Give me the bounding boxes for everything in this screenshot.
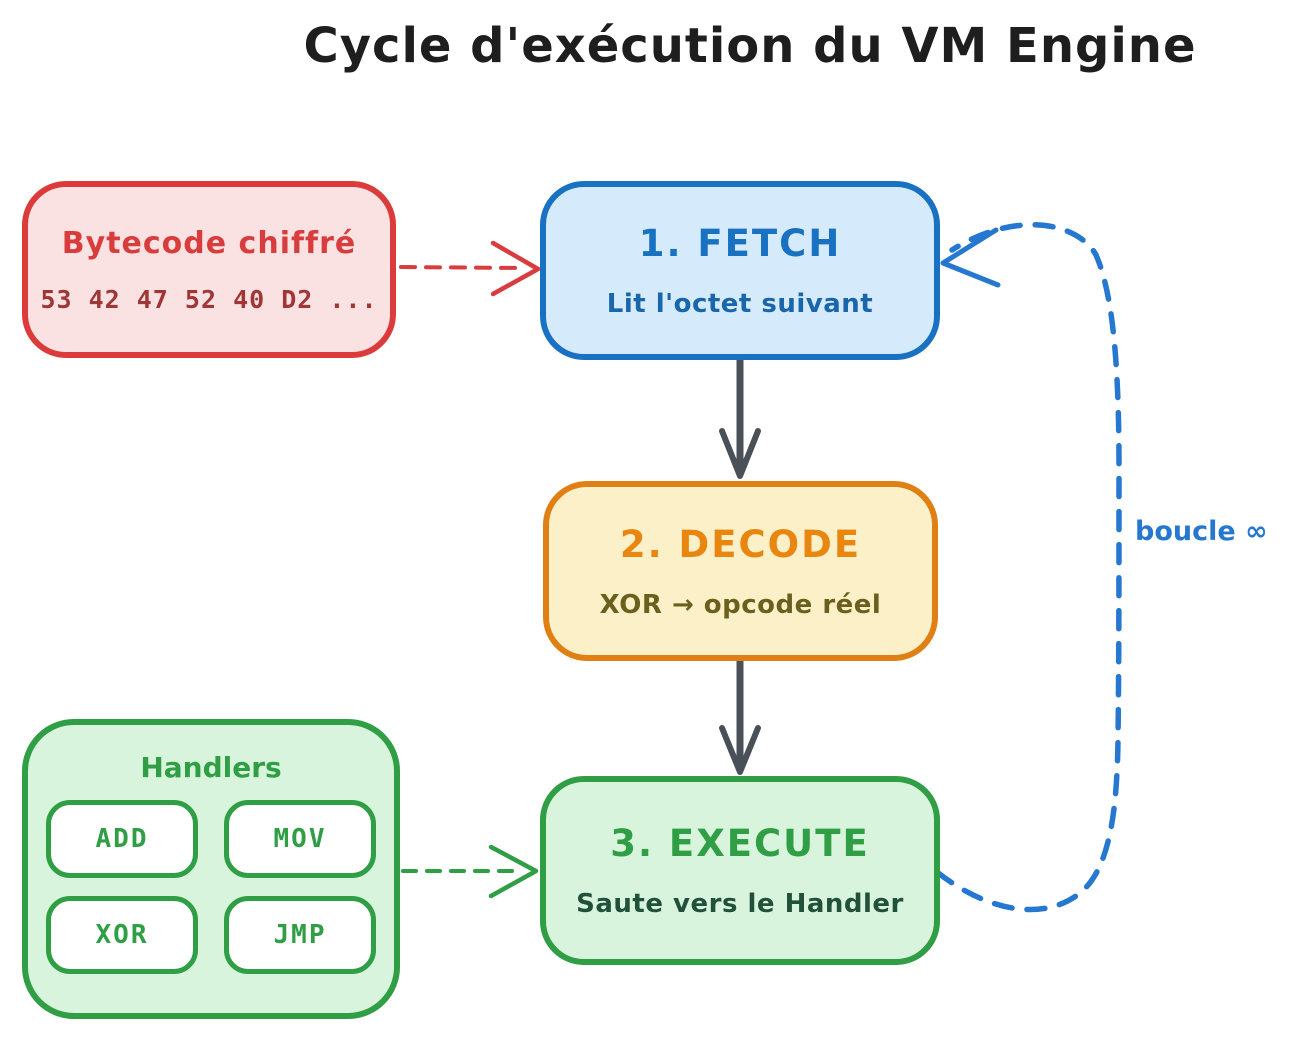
handlers-to-execute-arrowhead-icon [488, 844, 539, 899]
execute-box: 3. EXECUTE Saute vers le Handler [540, 776, 940, 965]
fetch-box: 1. FETCH Lit l'octet suivant [540, 181, 940, 360]
diagram-title: Cycle d'exécution du VM Engine [303, 18, 1197, 74]
loop-arrow-path [934, 222, 1122, 913]
loop-arrowhead-icon [940, 227, 1001, 288]
decode-box-title: 2. DECODE [619, 522, 862, 566]
fetch-box-title: 1. FETCH [638, 222, 842, 265]
handler-chip-jmp: JMP [224, 896, 376, 974]
bytecode-box: Bytecode chiffré 53 42 47 52 40 D2 ... [22, 181, 396, 358]
decode-box: 2. DECODE XOR → opcode réel [543, 481, 938, 661]
fetch-to-decode-arrowhead-icon [719, 428, 761, 479]
bytecode-to-fetch-arrowhead-icon [490, 240, 541, 297]
fetch-box-subtitle: Lit l'octet suivant [606, 289, 874, 319]
loop-label: boucle ∞ [1135, 516, 1268, 547]
bytecode-bytes: 53 42 47 52 40 D2 ... [40, 284, 378, 314]
decode-to-execute-arrowhead-icon [719, 725, 761, 775]
execute-box-subtitle: Saute vers le Handler [576, 889, 904, 919]
decode-box-subtitle: XOR → opcode réel [599, 589, 882, 620]
execute-box-title: 3. EXECUTE [610, 822, 870, 865]
handlers-box: Handlers ADD MOV XOR JMP [22, 719, 400, 1019]
handler-chip-mov: MOV [224, 800, 376, 878]
bytecode-to-fetch-arrow-line [399, 265, 526, 270]
handler-chip-xor: XOR [46, 896, 198, 974]
handlers-box-title: Handlers [140, 751, 282, 784]
bytecode-box-title: Bytecode chiffré [61, 225, 357, 261]
handlers-chip-grid: ADD MOV XOR JMP [46, 800, 376, 974]
handler-chip-add: ADD [46, 800, 198, 878]
